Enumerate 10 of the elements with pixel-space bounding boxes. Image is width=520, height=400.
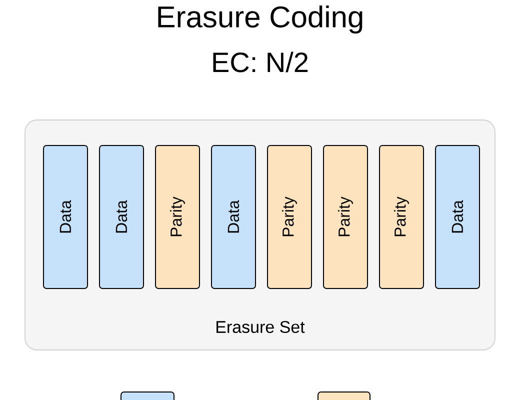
drive-block: Parity xyxy=(267,145,312,289)
drive-block: Data xyxy=(435,145,480,289)
drive-block: Data xyxy=(211,145,256,289)
drive-block: Parity xyxy=(323,145,368,289)
drive-block: Parity xyxy=(379,145,424,289)
drive-block: Parity xyxy=(155,145,200,289)
title: Erasure Coding xyxy=(158,6,362,34)
subtitle: EC: N/2 xyxy=(213,52,308,72)
drive-block: Data xyxy=(43,145,88,289)
drive-block: Data xyxy=(99,145,144,289)
